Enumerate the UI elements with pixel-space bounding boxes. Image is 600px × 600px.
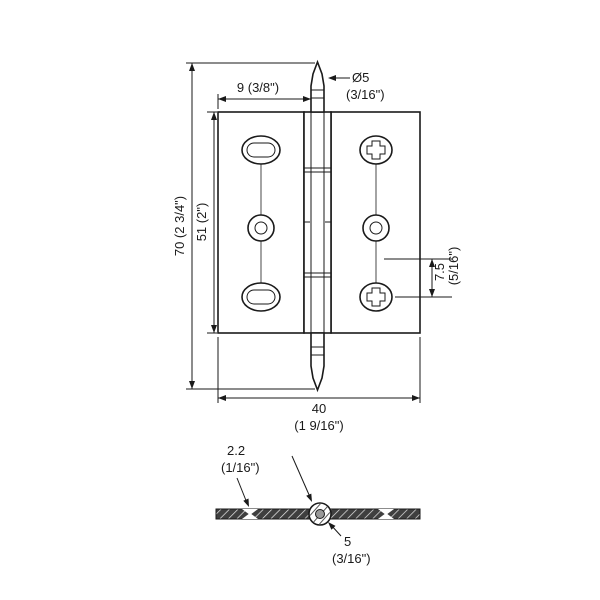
dim-total-height-label: 70 (2 3/4") xyxy=(172,196,187,256)
round-hole-middle-right-inner xyxy=(369,221,383,235)
dim-pin-diameter-value: Ø5 xyxy=(352,70,369,85)
dim-barrel-diameter-value: 5 xyxy=(344,534,351,549)
barrel-leader-arrow xyxy=(291,455,312,502)
dim-pin-diameter-inch: (3/16") xyxy=(346,87,385,102)
dim-offset-width-label: 9 (3/8") xyxy=(237,80,279,95)
dim-thickness-inch: (1/16") xyxy=(221,460,260,475)
dim-total-width-value: 40 xyxy=(312,401,326,416)
dim-thickness: 2.2 (1/16") xyxy=(221,443,260,507)
section-view: 2.2 (1/16") 5 (3/16") xyxy=(215,443,421,566)
dim-leaf-height: 51 (2") xyxy=(194,111,217,334)
pin-bottom-finial xyxy=(310,332,325,393)
section-barrel xyxy=(308,502,332,526)
dim-leaf-height-label: 51 (2") xyxy=(194,203,209,242)
cross-hole-top-right-inner xyxy=(366,140,386,160)
section-screw-notch xyxy=(242,513,258,519)
round-hole-middle-left xyxy=(247,214,275,242)
front-view xyxy=(217,59,421,393)
dim-total-width-inch: (1 9/16") xyxy=(294,418,343,433)
section-pin xyxy=(315,509,325,519)
dim-hole-offset-value: 7.5 xyxy=(432,263,447,281)
dim-barrel-diameter-inch: (3/16") xyxy=(332,551,371,566)
round-hole-middle-right xyxy=(362,214,390,242)
dim-hole-offset: 7.5 (5/16") xyxy=(384,247,461,298)
slot-hole-top-left-inner xyxy=(246,142,276,158)
hinge-barrel xyxy=(303,111,332,334)
dim-barrel-diameter: 5 (3/16") xyxy=(328,522,371,566)
cross-hole-top-right xyxy=(359,135,393,165)
section-screw-notch xyxy=(242,509,258,515)
section-screw-notch xyxy=(378,509,394,515)
slot-hole-top-left xyxy=(241,135,281,165)
dim-hole-offset-inch: (5/16") xyxy=(446,247,461,286)
cross-hole-bottom-right xyxy=(359,282,393,312)
round-hole-middle-left-inner xyxy=(254,221,268,235)
cross-hole-bottom-right-inner xyxy=(366,287,386,307)
dim-total-width: 40 (1 9/16") xyxy=(217,337,421,433)
right-leaf-holes xyxy=(359,135,393,312)
slot-hole-bottom-left-inner xyxy=(246,289,276,305)
left-leaf-holes xyxy=(241,135,281,312)
pin-top-finial xyxy=(310,59,325,113)
dim-thickness-value: 2.2 xyxy=(227,443,245,458)
dim-pin-diameter: Ø5 (3/16") xyxy=(328,70,385,102)
dim-total-height: 70 (2 3/4") xyxy=(172,62,315,390)
dim-offset-width: 9 (3/8") xyxy=(217,80,311,109)
section-screw-notch xyxy=(378,513,394,519)
slot-hole-bottom-left xyxy=(241,282,281,312)
